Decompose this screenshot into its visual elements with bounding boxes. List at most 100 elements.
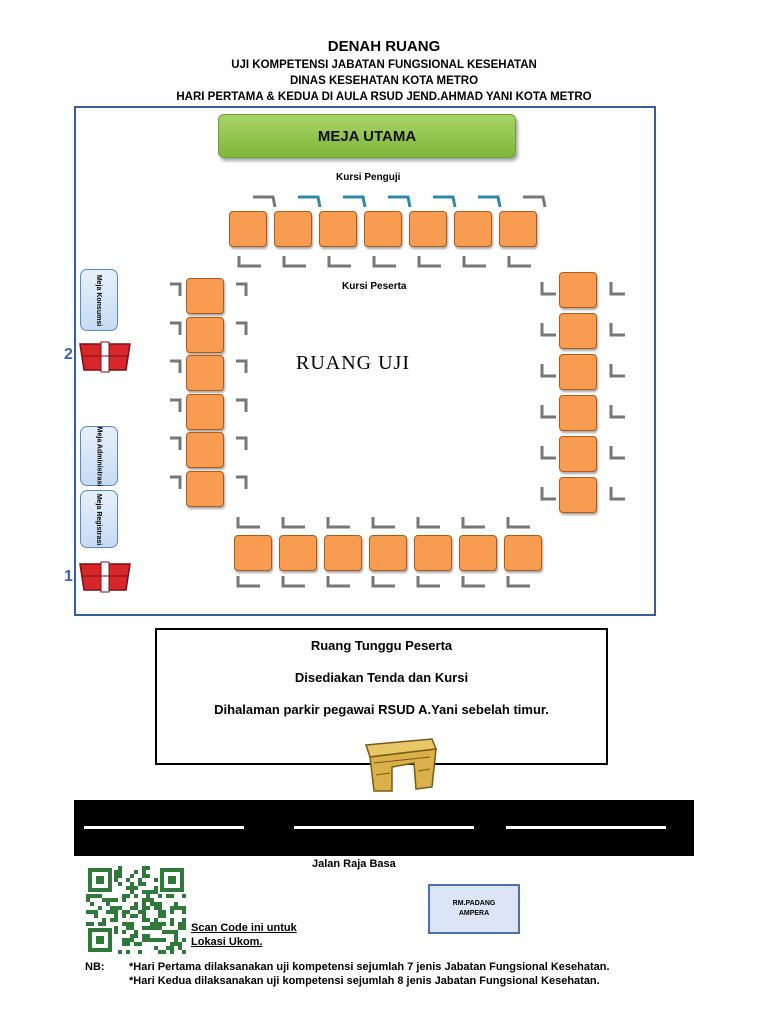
participant-chair-marker xyxy=(170,475,182,489)
subtitle-line-1: UJI KOMPETENSI JABATAN FUNGSIONAL KESEHA… xyxy=(231,59,537,71)
participant-seat-right xyxy=(559,395,597,431)
waiting-area-location: Dihalaman parkir pegawai RSUD A.Yani seb… xyxy=(214,702,549,717)
subtitle-line-3: HARI PERTAMA & KEDUA DI AULA RSUD JEND.A… xyxy=(176,91,592,103)
participant-seat-left xyxy=(186,432,224,468)
examiner-chair-marker xyxy=(507,256,531,268)
road-marking xyxy=(84,826,244,829)
waiting-area: Ruang Tunggu Peserta Disediakan Tenda da… xyxy=(155,628,608,765)
participant-chair-marker xyxy=(236,576,260,588)
participant-chair-marker xyxy=(540,405,556,419)
participant-seat-left xyxy=(186,355,224,391)
consumption-table-label: Meja Konsumsi xyxy=(95,274,103,326)
exam-room xyxy=(74,106,656,616)
administration-table: Meja Administrasi xyxy=(80,426,118,486)
participant-chair-marker xyxy=(461,576,485,588)
participant-seat-bottom xyxy=(369,535,407,571)
waiting-area-title: Ruang Tunggu Peserta xyxy=(310,638,453,653)
examiner-seat xyxy=(499,211,537,247)
participant-seat-bottom xyxy=(324,535,362,571)
participant-seat-bottom xyxy=(414,535,452,571)
participant-chair-marker xyxy=(326,576,350,588)
participant-chair-marker xyxy=(540,446,556,460)
room-name: RUANG UJI xyxy=(296,352,410,374)
restaurant-name-line-2: AMPERA xyxy=(458,910,490,917)
road-marking xyxy=(294,826,474,829)
participant-chair-marker xyxy=(236,398,248,412)
examiner-chair-marker xyxy=(298,195,322,208)
waiting-area-tent: Disediakan Tenda dan Kursi xyxy=(294,670,469,685)
participant-seat-right xyxy=(559,477,597,513)
examiner-chair-marker xyxy=(388,195,412,208)
participant-chair-marker xyxy=(540,323,556,337)
registration-table: Meja Registrasi xyxy=(80,490,118,548)
examiner-seat xyxy=(364,211,402,247)
road xyxy=(74,800,694,856)
restaurant-name-line-1: RM.PADANG xyxy=(452,900,496,907)
participant-seat-bottom xyxy=(279,535,317,571)
participant-chair-marker xyxy=(326,517,350,529)
examiner-seat xyxy=(454,211,492,247)
participant-seat-bottom xyxy=(234,535,272,571)
door-2-icon xyxy=(79,341,131,373)
participant-chair-marker xyxy=(281,517,305,529)
participant-seat-right xyxy=(559,272,597,308)
participant-chair-marker xyxy=(609,487,625,501)
qr-code-icon[interactable] xyxy=(86,866,186,954)
participant-seat-bottom xyxy=(459,535,497,571)
participant-chair-marker xyxy=(540,364,556,378)
gate-icon xyxy=(364,738,438,792)
participant-chair-marker xyxy=(170,359,182,373)
examiner-seat xyxy=(229,211,267,247)
participant-chair-marker xyxy=(609,323,625,337)
notes-label: NB: xyxy=(85,961,105,973)
examiner-chair-marker xyxy=(372,256,396,268)
administration-table-label: Meja Administrasi xyxy=(95,426,103,486)
examiner-seats-label: Kursi Penguji xyxy=(336,172,401,183)
participant-seat-right xyxy=(559,354,597,390)
examiner-chair-marker xyxy=(523,195,547,208)
note-day-1: *Hari Pertama dilaksanakan uji kompetens… xyxy=(129,961,610,973)
examiner-chair-marker xyxy=(237,256,261,268)
examiner-seat xyxy=(409,211,447,247)
main-table: MEJA UTAMA xyxy=(218,114,516,158)
participant-chair-marker xyxy=(506,517,530,529)
examiner-chair-marker xyxy=(462,256,486,268)
participant-chair-marker xyxy=(540,487,556,501)
examiner-chair-marker xyxy=(433,195,457,208)
qr-caption-line-2: Lokasi Ukom. xyxy=(191,936,263,948)
participant-seat-left xyxy=(186,278,224,314)
road-name: Jalan Raja Basa xyxy=(312,858,396,870)
page-title: DENAH RUANG xyxy=(327,38,441,55)
participant-chair-marker xyxy=(506,576,530,588)
participant-seats-label: Kursi Peserta xyxy=(342,281,407,292)
examiner-chair-marker xyxy=(417,256,441,268)
participant-chair-marker xyxy=(170,436,182,450)
participant-seat-left xyxy=(186,393,224,430)
participant-chair-marker xyxy=(416,517,440,529)
participant-chair-marker xyxy=(236,475,248,489)
door-1-icon xyxy=(79,561,131,593)
participant-seat-bottom xyxy=(504,535,542,571)
examiner-chair-marker xyxy=(327,256,351,268)
participant-chair-marker xyxy=(540,282,556,296)
road-marking xyxy=(506,826,666,829)
door-1-number: 1 xyxy=(64,568,73,585)
restaurant-landmark: RM.PADANG AMPERA xyxy=(428,884,520,934)
qr-caption: Scan Code ini untuk Lokasi Ukom. xyxy=(191,921,297,949)
examiner-chair-marker xyxy=(253,195,277,208)
participant-chair-marker xyxy=(170,398,182,412)
note-day-2: *Hari Kedua dilaksanakan uji kompetensi … xyxy=(129,975,600,987)
participant-chair-marker xyxy=(609,282,625,296)
participant-chair-marker xyxy=(371,576,395,588)
participant-chair-marker xyxy=(236,282,248,296)
participant-chair-marker xyxy=(236,517,260,529)
consumption-table: Meja Konsumsi xyxy=(80,269,118,331)
participant-chair-marker xyxy=(236,436,248,450)
examiner-chair-marker xyxy=(343,195,367,208)
participant-chair-marker xyxy=(609,405,625,419)
participant-chair-marker xyxy=(416,576,440,588)
participant-chair-marker xyxy=(281,576,305,588)
door-2-number: 2 xyxy=(64,346,73,363)
participant-chair-marker xyxy=(461,517,485,529)
participant-seat-right xyxy=(559,436,597,472)
